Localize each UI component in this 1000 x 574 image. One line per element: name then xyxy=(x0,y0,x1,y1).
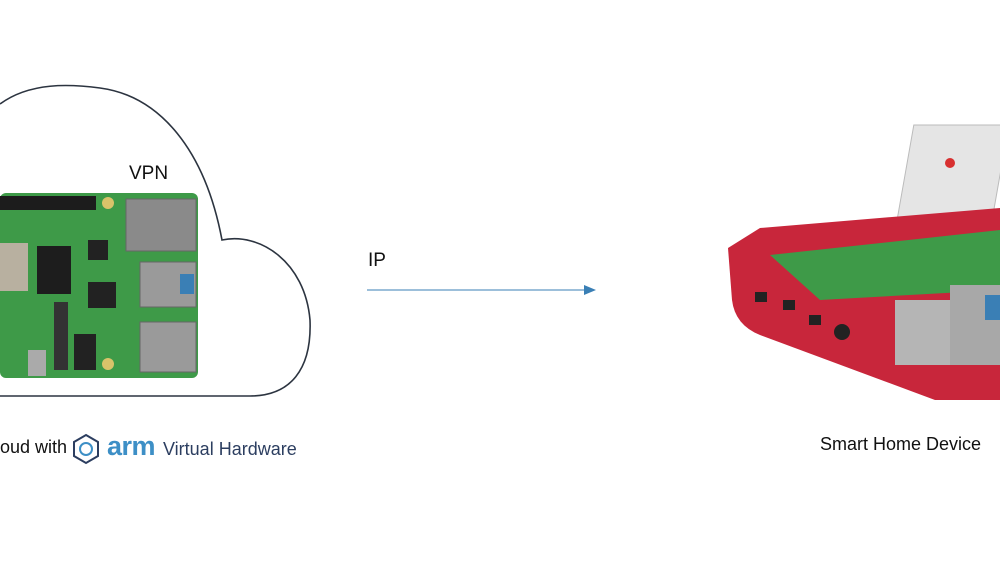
arrow-head-icon xyxy=(584,285,596,295)
cloud-outline xyxy=(0,84,311,397)
arm-logo-icon xyxy=(73,433,99,465)
cloud-caption-prefix: oud with xyxy=(0,437,68,457)
vpn-label: VPN xyxy=(129,163,169,184)
smart-home-device-caption: Smart Home Device xyxy=(820,434,982,454)
arm-brand-text: arm xyxy=(107,431,156,461)
raspberry-pi-board xyxy=(0,193,198,378)
ip-label: IP xyxy=(368,250,386,271)
virtual-hardware-text: Virtual Hardware xyxy=(163,439,297,459)
smart-home-device-image xyxy=(728,124,1000,400)
